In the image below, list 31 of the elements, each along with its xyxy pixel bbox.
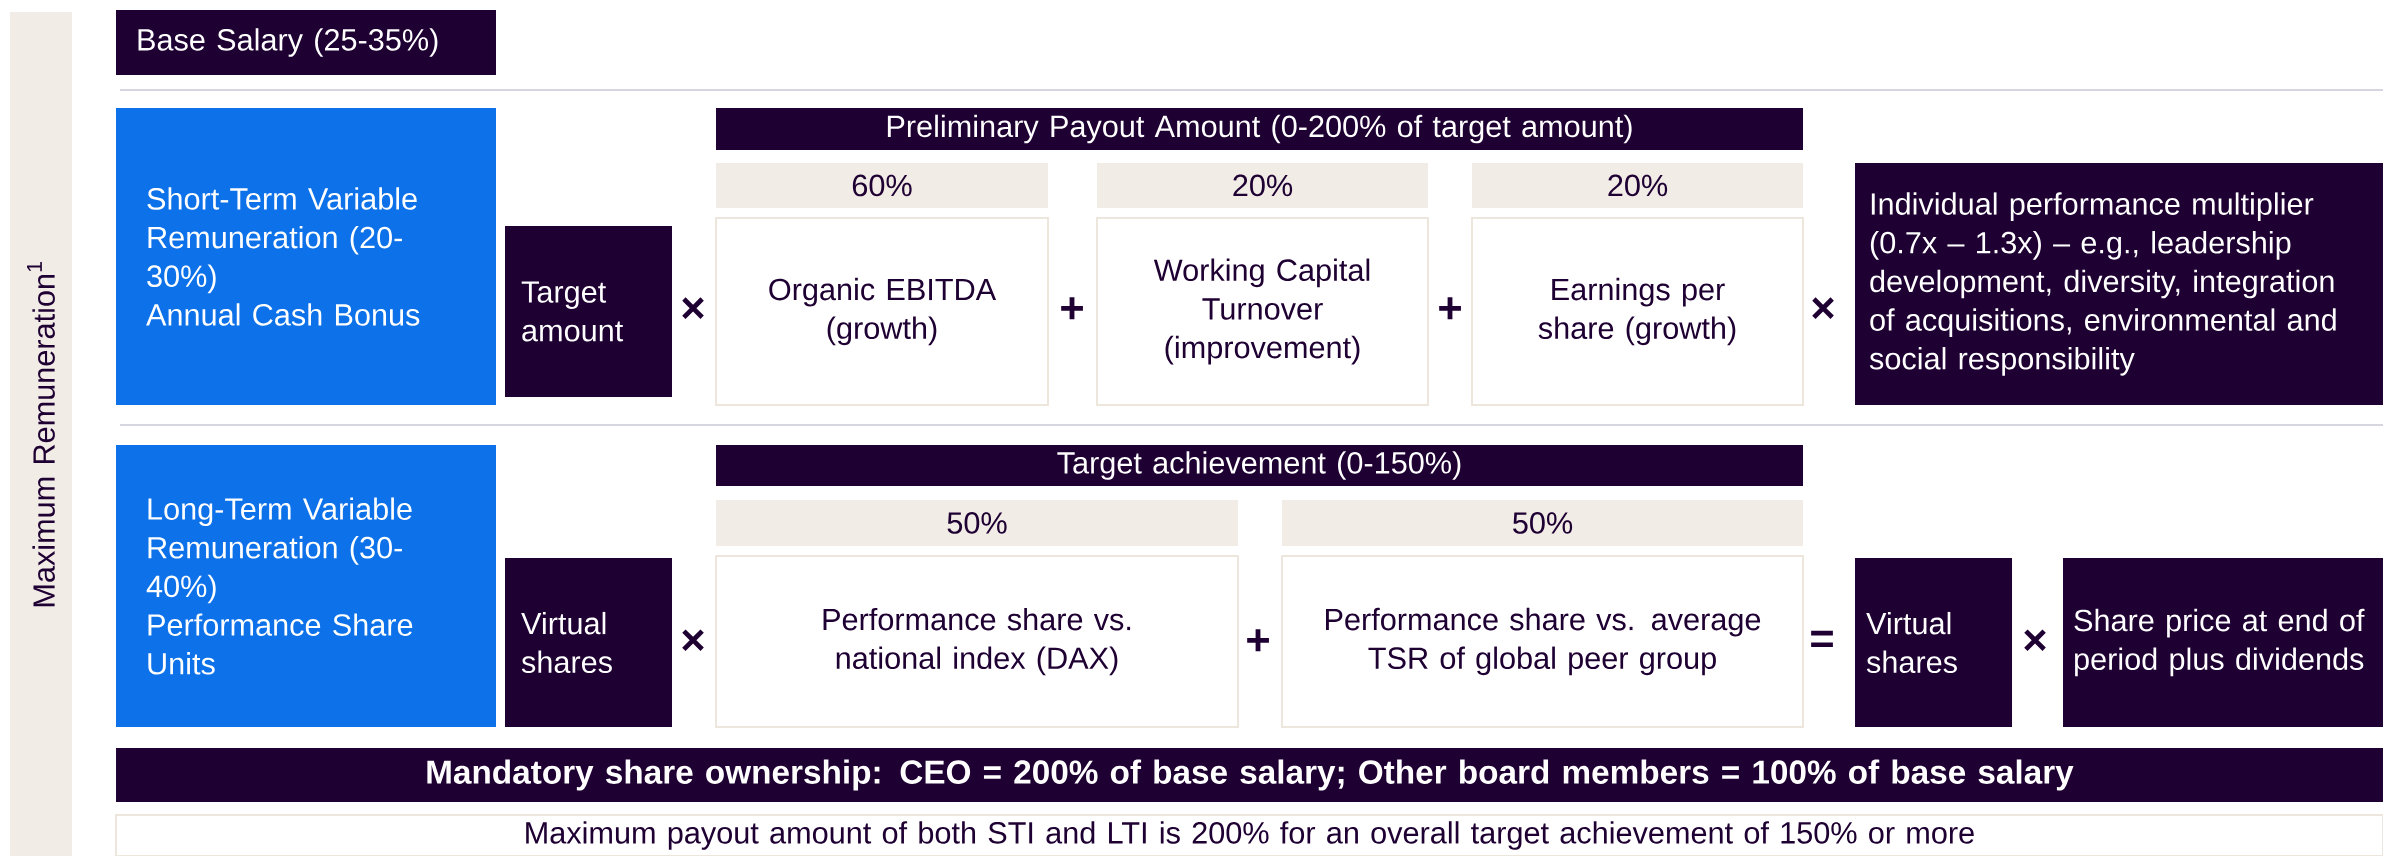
metric-box: Working Capital Turnover (improvement) bbox=[1096, 217, 1429, 406]
header-bar: Target achievement (0-150%) bbox=[716, 445, 1803, 486]
weight-band: 20% bbox=[1472, 163, 1803, 208]
weight-band: 50% bbox=[716, 500, 1238, 546]
vertical-band: Maximum Remuneration$^{1}$ bbox=[10, 12, 72, 856]
weight-band: 20% bbox=[1097, 163, 1428, 208]
factor-box: Share price at end of period plus dividends bbox=[2063, 558, 2383, 727]
component-box: Long-Term Variable Remuneration (30-40%) Performance Share Units bbox=[116, 445, 496, 727]
factor-box: Virtual shares bbox=[505, 558, 672, 727]
ownership-bar: Mandatory share ownership: CEO = 200% of base salary; Other board members = 100% of base salary bbox=[116, 748, 2383, 802]
operator-sign: × bbox=[682, 297, 704, 320]
weight-band: 50% bbox=[1282, 500, 1803, 546]
salary-box: Base Salary (25-35%) bbox=[116, 10, 496, 75]
metric-box: Performance share vs. national index (DAX) bbox=[715, 555, 1239, 728]
factor-box: Virtual shares bbox=[1855, 558, 2012, 727]
operator-sign: × bbox=[2024, 629, 2046, 652]
operator-sign: + bbox=[1247, 629, 1269, 652]
metric-box: Organic EBITDA (growth) bbox=[715, 217, 1049, 406]
operator-sign: × bbox=[1812, 297, 1834, 320]
component-box: Short-Term Variable Remuneration (20-30%) Annual Cash Bonus bbox=[116, 108, 496, 405]
operator-sign: + bbox=[1061, 297, 1083, 320]
header-bar: Preliminary Payout Amount (0-200% of target amount) bbox=[716, 108, 1803, 150]
note-box: Maximum payout amount of both STI and LTI is 200% for an overall target achievement of 150% or more bbox=[115, 814, 2383, 856]
factor-box: Target amount bbox=[505, 226, 672, 397]
metric-box: Earnings per share (growth) bbox=[1471, 217, 1804, 406]
operator-sign: × bbox=[682, 629, 704, 652]
operator-sign: = bbox=[1811, 630, 1833, 648]
metric-box: Performance share vs. average TSR of global peer group bbox=[1281, 555, 1804, 728]
multiplier-box: Individual performance multiplier (0.7x – 1.3x) – e.g., leadership development, diversity, integration of acquisitions, environmental and social responsibility bbox=[1855, 163, 2383, 405]
operator-sign: + bbox=[1439, 297, 1461, 320]
weight-band: 60% bbox=[716, 163, 1048, 208]
